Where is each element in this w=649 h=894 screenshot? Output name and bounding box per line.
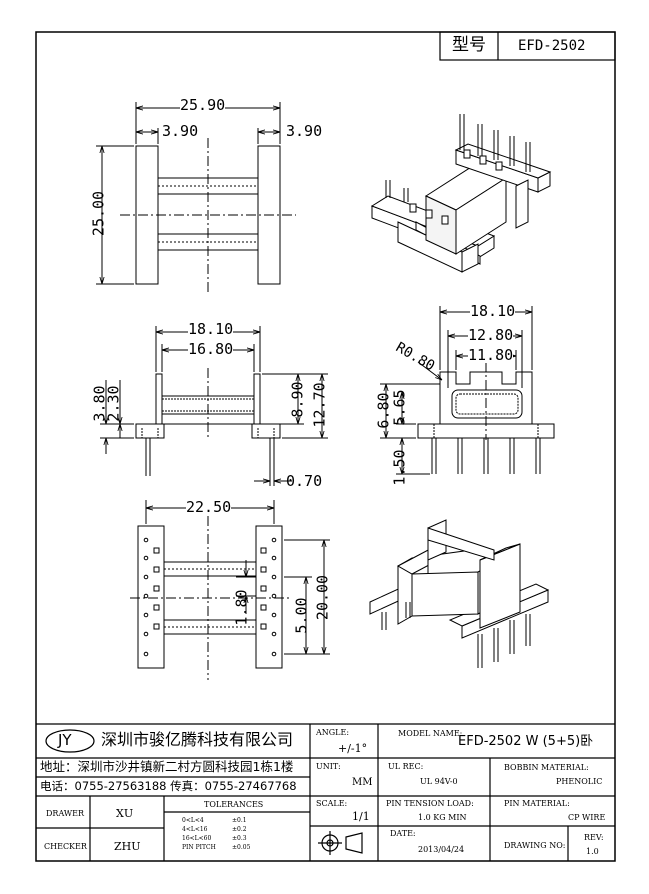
company-address: 地址：深圳市沙井镇新二村方圆科技园1栋1楼 — [40, 759, 294, 774]
title-block — [36, 723, 615, 861]
dim-pitch-span: 5.00 — [292, 597, 311, 634]
tension-value: 1.0 KG MIN — [418, 813, 467, 822]
dim-bottom-width: 22.50 — [186, 498, 232, 516]
scale-value: 1/1 — [352, 810, 370, 823]
rev-label: REV: — [584, 833, 604, 842]
model-label: 型号 — [452, 35, 486, 55]
dim-pitch: 1.80 — [232, 589, 251, 626]
rev-value: 1.0 — [586, 847, 599, 856]
company-name: 深圳市骏亿腾科技有限公司 — [101, 730, 294, 749]
pin-material-label: PIN MATERIAL: — [504, 799, 570, 808]
dim-left-flange: 3.90 — [162, 122, 199, 140]
end-view-pins — [431, 438, 541, 474]
dim-bottom-length: 20.00 — [313, 574, 332, 621]
bottom-pins-left — [143, 537, 160, 657]
dim-total-width: 25.90 — [180, 96, 226, 114]
ul-label: UL REC: — [388, 762, 424, 771]
checker-label: CHECKER — [44, 842, 87, 851]
dim-body-inner: 8.90 — [288, 381, 307, 418]
scale-label: SCALE: — [316, 799, 348, 808]
date-value: 2013/04/24 — [418, 845, 465, 854]
dim-side-outer: 18.10 — [188, 320, 234, 338]
tolerance-row: 16<L<60±0.3 — [182, 835, 247, 842]
dim-body-total: 12.70 — [310, 382, 329, 428]
tolerances-label: TOLERANCES — [204, 800, 264, 809]
tension-label: PIN TENSION LOAD: — [386, 799, 474, 808]
bottom-pins-right — [260, 537, 277, 657]
end-view — [380, 306, 555, 475]
tolerances-table: 0<L<4±0.1 4<L<16±0.2 16<L<60±0.3 PIN PIT… — [182, 816, 250, 852]
dim-height: 25.00 — [89, 190, 108, 237]
drawer-value: XU — [116, 807, 134, 820]
header-model-box — [439, 31, 616, 61]
tolerance-row: 4<L<16±0.2 — [182, 826, 247, 833]
dim-side-inner: 16.80 — [188, 340, 234, 358]
dim-end-pin-len: 1.50 — [390, 449, 409, 486]
drawer-label: DRAWER — [46, 809, 84, 818]
dim-end-outer: 18.10 — [470, 302, 516, 320]
isometric-top-slots — [409, 149, 503, 225]
dim-pin-height-b: 2.30 — [104, 385, 123, 422]
angle-label: ANGLE: — [316, 728, 350, 737]
tolerance-row: PIN PITCH±0.05 — [182, 844, 251, 851]
third-angle-projection-icon — [318, 831, 363, 855]
model-value: EFD-2502 — [518, 38, 586, 54]
dim-end-mid: 12.80 — [468, 326, 514, 344]
pin-material-value: CP WIRE — [568, 813, 606, 822]
side-view — [100, 326, 328, 486]
dim-end-inner: 11.80 — [468, 346, 514, 364]
company-phone: 电话：0755-27563188 传真：0755-27467768 — [40, 779, 297, 793]
isometric-bottom-pins — [381, 602, 531, 668]
ul-value: UL 94V-0 — [420, 777, 458, 786]
tolerance-row: 0<L<4±0.1 — [182, 817, 247, 824]
dim-right-flange: 3.90 — [286, 122, 323, 140]
isometric-view-bottom — [369, 519, 550, 668]
isometric-top-pins — [385, 114, 531, 202]
dim-pin-dia: 0.70 — [286, 472, 323, 490]
date-label: DATE: — [390, 829, 416, 838]
model-name-label: MODEL NAME: — [398, 729, 463, 738]
top-view — [96, 102, 296, 292]
bottom-view — [130, 500, 330, 680]
checker-value: ZHU — [114, 840, 141, 853]
angle-value: +/-1° — [338, 742, 368, 755]
sheet-border — [35, 31, 616, 862]
drawing-no-label: DRAWING NO: — [504, 841, 566, 850]
bobbin-value: PHENOLIC — [556, 777, 603, 786]
company-logo: JY — [58, 731, 72, 749]
unit-label: UNIT: — [316, 762, 341, 771]
bobbin-label: BOBBIN MATERIAL: — [504, 763, 589, 772]
model-name-value: EFD-2502 W (5+5)卧 — [458, 734, 594, 749]
dim-end-h2: 5.65 — [390, 389, 409, 426]
unit-value: MM — [352, 777, 373, 788]
isometric-view-top — [370, 114, 552, 273]
dim-end-h1: 6.80 — [374, 392, 393, 429]
